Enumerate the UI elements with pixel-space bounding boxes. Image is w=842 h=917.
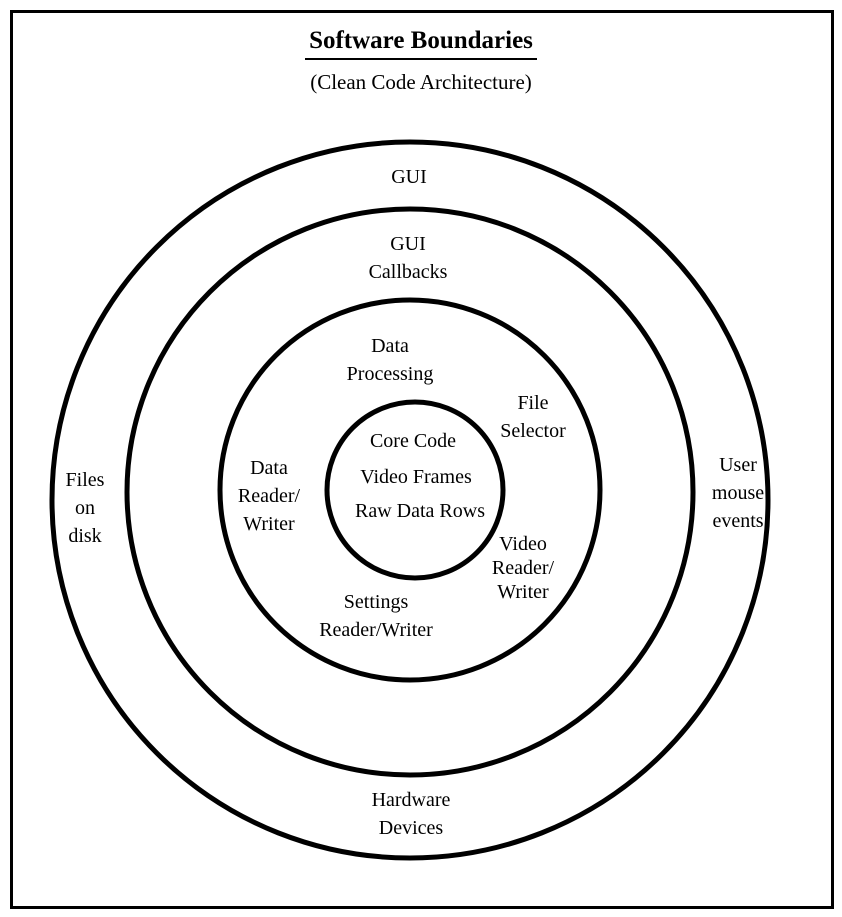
label-gui-callbacks: GUI Callbacks [368,233,448,283]
ring-gui-callbacks [124,206,696,778]
label-core-code: Core Code [369,430,457,452]
ring-data-processing [217,297,603,683]
label-raw-data-rows: Raw Data Rows [355,500,485,522]
outer-ring-gui [49,139,771,861]
inner-ring-core [324,399,506,581]
label-file-selector: File Selector [500,392,566,442]
diagram-frame [10,10,834,909]
label-settings-reader-writer: Settings Reader/Writer [319,591,433,641]
label-video-frames: Video Frames [360,466,472,488]
diagram-title: Software Boundaries [0,27,842,60]
label-data-reader-writer: Data Reader/ Writer [237,457,301,535]
label-files-on-disk: Files on disk [65,469,105,547]
label-data-processing: Data Processing [346,335,434,385]
diagram-subtitle: (Clean Code Architecture) [310,70,532,94]
label-hardware-devices: Hardware Devices [371,789,451,839]
label-gui: GUI [391,166,427,188]
label-user-mouse-events: User mouse events [711,454,765,532]
label-video-reader-writer: Video Reader/ Writer [491,533,555,603]
